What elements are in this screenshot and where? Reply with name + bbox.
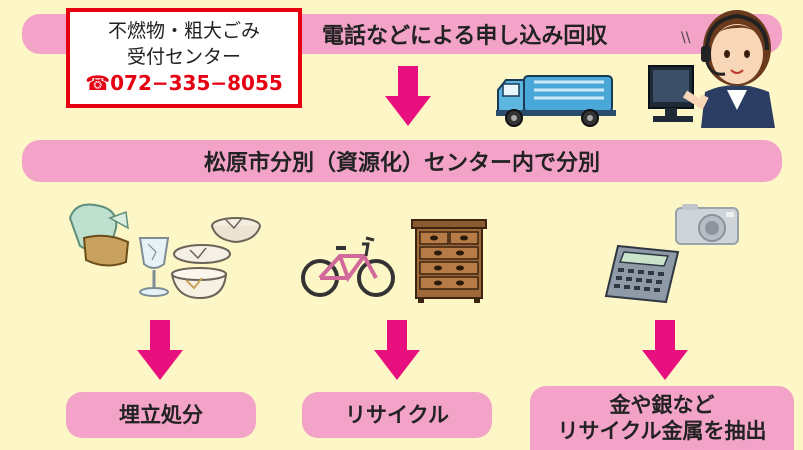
landfill-label: 埋立処分 (119, 402, 203, 427)
garbage-truck-icon (496, 75, 616, 127)
bicycle-icon (301, 236, 395, 297)
contact-line1: 不燃物・粗大ごみ (107, 19, 260, 42)
calculator-icon (604, 244, 680, 304)
step1-label: 電話などによる申し込み回収 (322, 24, 608, 49)
down-arrow-icon (642, 320, 688, 380)
phone-icon: ☎ (85, 71, 111, 96)
contact-box: 不燃物・粗大ごみ 受付センター ☎072−335−8055 (66, 8, 302, 108)
metal-line2: リサイクル金属を抽出 (557, 419, 767, 443)
down-arrow-icon (137, 320, 183, 380)
broken-ceramics-icon (68, 203, 261, 300)
chest-of-drawers-icon (411, 219, 487, 303)
operator-woman-icon: \\ (648, 10, 775, 128)
step2-band: 松原市分別（資源化）センター内で分別 (22, 140, 782, 182)
svg-text:\\: \\ (681, 30, 691, 46)
metal-line1: 金や銀など (609, 392, 715, 417)
contact-line2: 受付センター (126, 45, 241, 68)
contact-phone[interactable]: 072−335−8055 (110, 71, 283, 96)
step2-label: 松原市分別（資源化）センター内で分別 (203, 151, 600, 176)
recycle-label: リサイクル (345, 402, 449, 427)
landfill-box: 埋立処分 (66, 392, 256, 438)
down-arrow-icon (385, 66, 431, 126)
metal-extraction-box: 金や銀など リサイクル金属を抽出 (530, 386, 794, 450)
recycle-box: リサイクル (302, 392, 492, 438)
camera-icon (675, 204, 739, 245)
contact-phone-row[interactable]: ☎072−335−8055 (85, 70, 283, 97)
down-arrow-icon (374, 320, 420, 380)
